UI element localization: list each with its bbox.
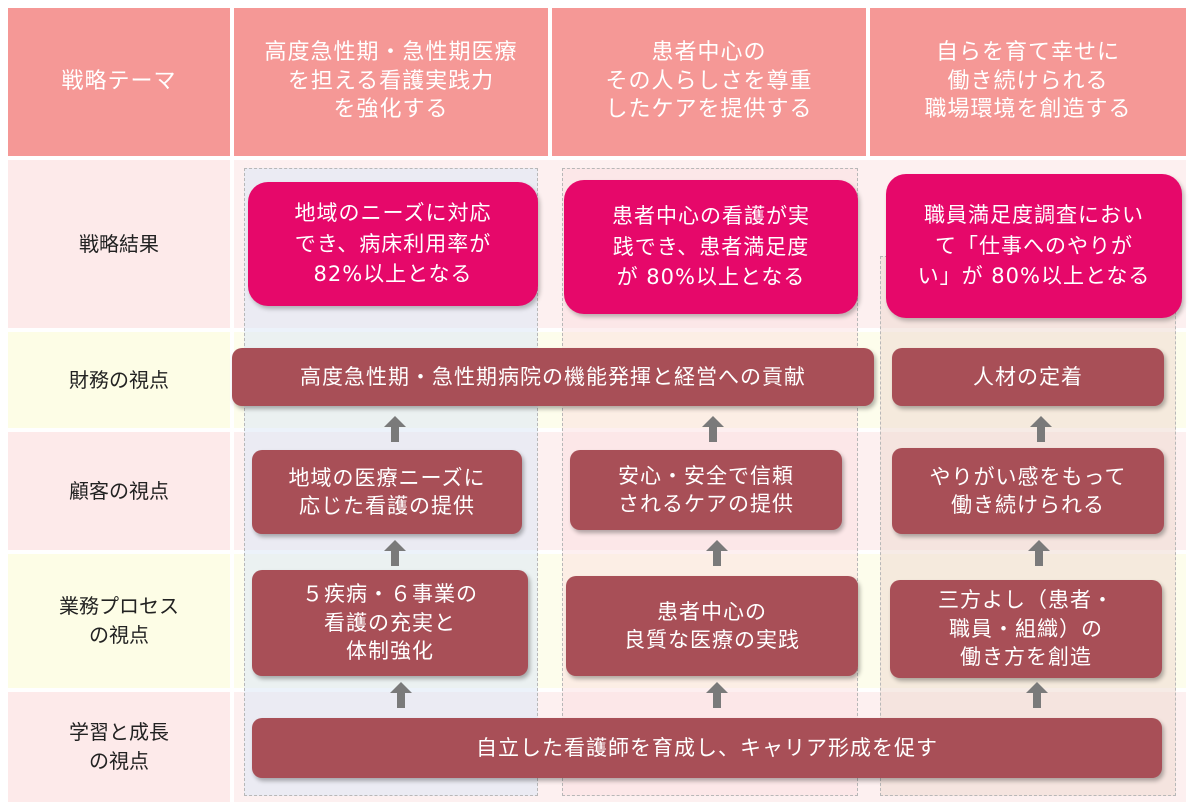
process-box-1: ５疾病・６事業の 看護の充実と 体制強化 bbox=[252, 570, 528, 676]
theme-header-3: 自らを育て幸せに 働き続けられる 職場環境を創造する bbox=[870, 8, 1186, 156]
up-arrow-icon bbox=[390, 682, 412, 708]
result-box-1: 地域のニーズに対応 でき、病床利用率が 82%以上となる bbox=[248, 182, 538, 306]
customer-box-3: やりがい感をもって 働き続けられる bbox=[892, 448, 1164, 534]
result-box-3: 職員満足度調査におい て「仕事へのやりが い」が 80%以上となる bbox=[886, 174, 1182, 318]
up-arrow-icon bbox=[706, 540, 728, 566]
row-label-result: 戦略結果 bbox=[8, 160, 230, 328]
result-box-2: 患者中心の看護が実 践でき、患者満足度 が 80%以上となる bbox=[564, 180, 858, 314]
up-arrow-icon bbox=[384, 540, 406, 566]
row-label-theme: 戦略テーマ bbox=[8, 8, 230, 156]
up-arrow-icon bbox=[702, 416, 724, 442]
customer-box-2: 安心・安全で信頼 されるケアの提供 bbox=[570, 450, 842, 530]
row-label-customer: 顧客の視点 bbox=[8, 432, 230, 550]
theme-header-1: 高度急性期・急性期医療 を担える看護実践力 を強化する bbox=[234, 8, 548, 156]
row-label-learning: 学習と成長 の視点 bbox=[8, 692, 230, 802]
up-arrow-icon bbox=[1028, 540, 1050, 566]
financial-box-shared: 高度急性期・急性期病院の機能発揮と経営への貢献 bbox=[232, 348, 874, 406]
up-arrow-icon bbox=[1026, 682, 1048, 708]
up-arrow-icon bbox=[706, 682, 728, 708]
theme-header-2: 患者中心の その人らしさを尊重 したケアを提供する bbox=[552, 8, 866, 156]
learning-box: 自立した看護師を育成し、キャリア形成を促す bbox=[252, 718, 1162, 778]
financial-box-3: 人材の定着 bbox=[892, 348, 1164, 406]
customer-box-1: 地域の医療ニーズに 応じた看護の提供 bbox=[252, 450, 522, 534]
row-label-process: 業務プロセス の視点 bbox=[8, 554, 230, 688]
row-label-financial: 財務の視点 bbox=[8, 332, 230, 428]
up-arrow-icon bbox=[384, 416, 406, 442]
process-box-2: 患者中心の 良質な医療の実践 bbox=[566, 576, 858, 676]
up-arrow-icon bbox=[1030, 416, 1052, 442]
process-box-3: 三方よし（患者・ 職員・組織）の 働き方を創造 bbox=[890, 580, 1162, 678]
